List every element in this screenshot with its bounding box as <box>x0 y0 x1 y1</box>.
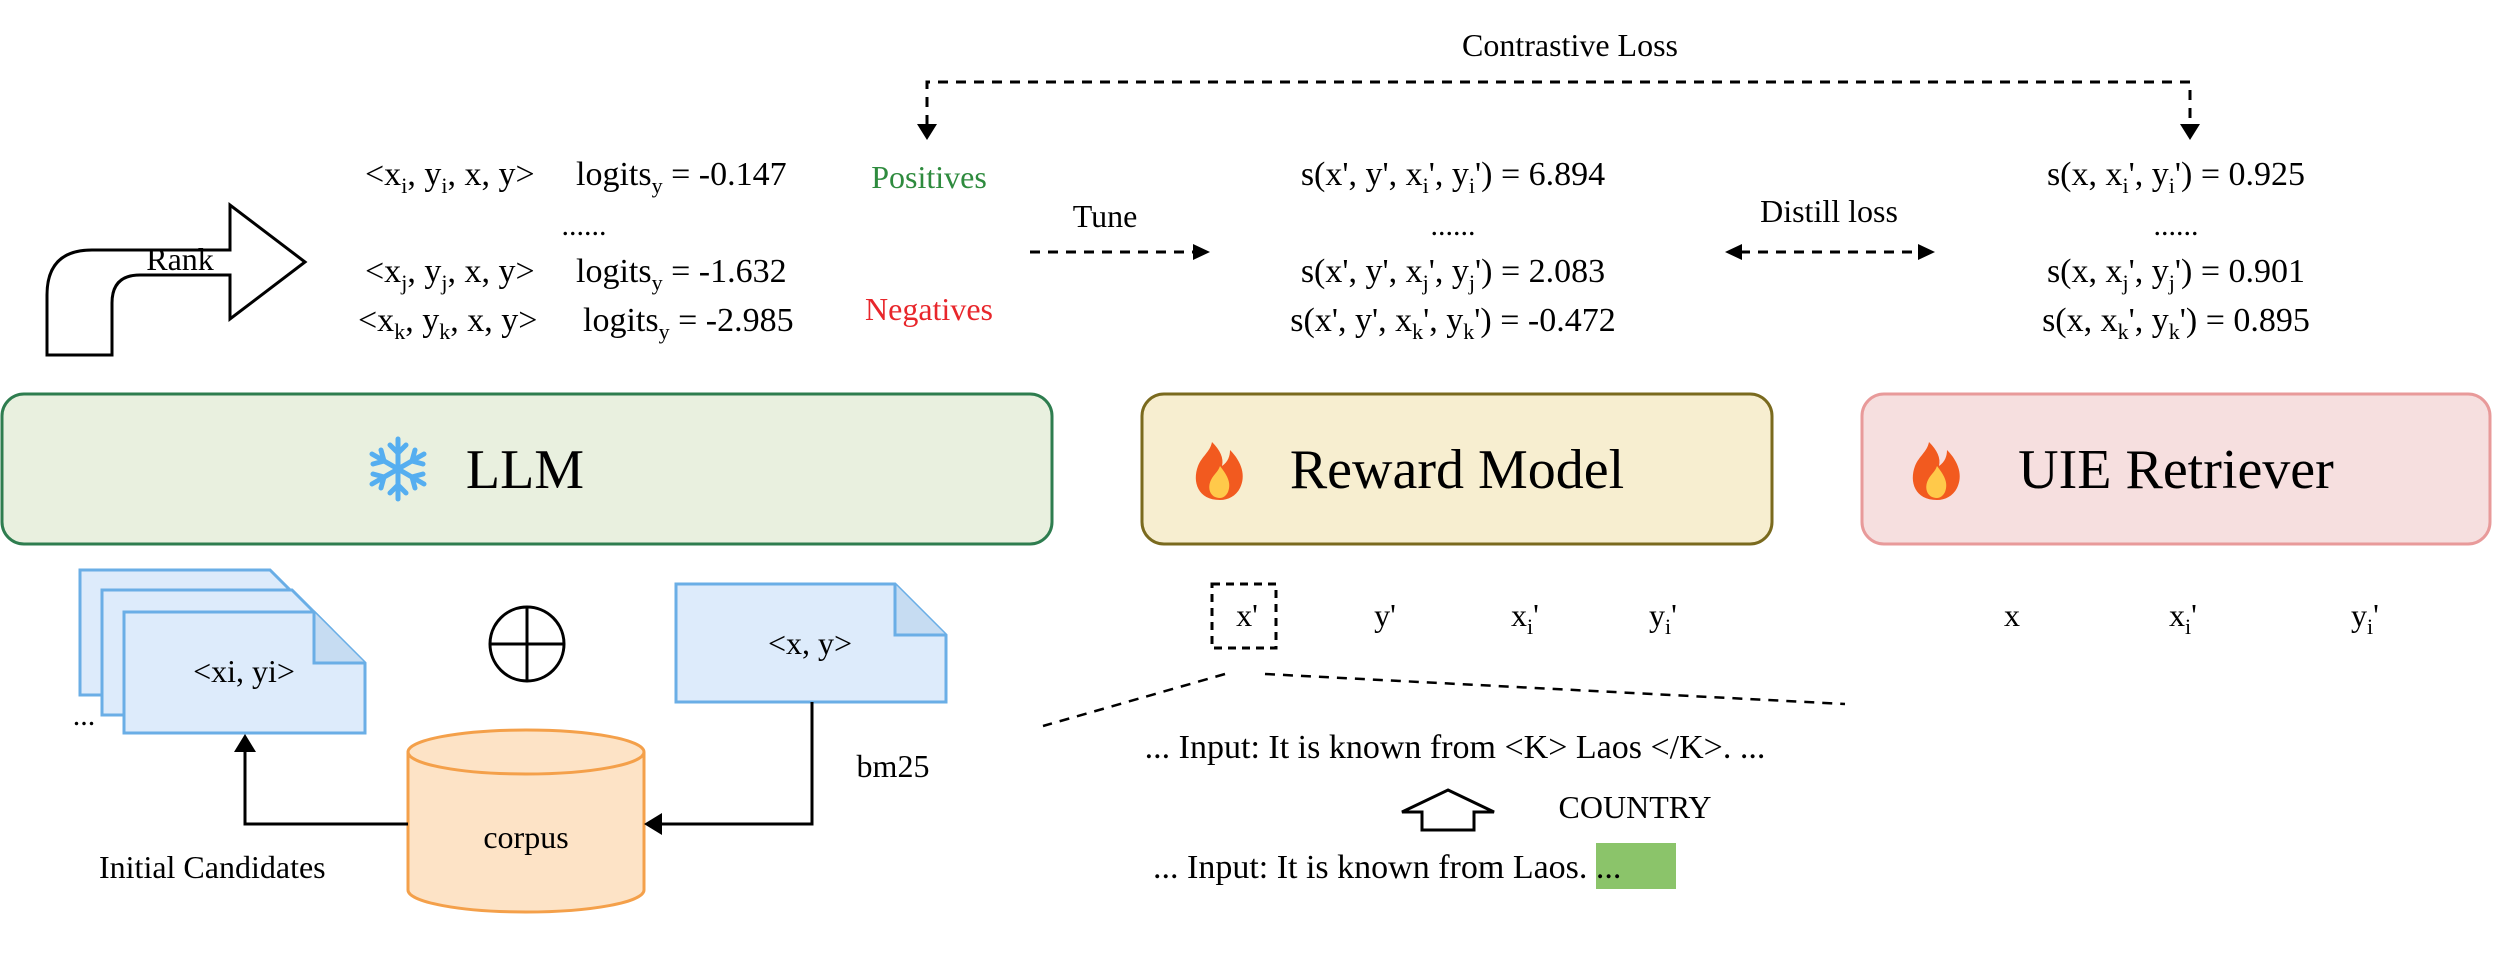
reward-score-row-3: s(x', y', xk', yk') = -0.472 <box>1290 302 1615 344</box>
upward-arrow-icon <box>1401 788 1495 832</box>
reward-input-row: x' y' xi' yi' <box>1210 582 1677 650</box>
candidate-doc-label: <xi, yi> <box>193 653 295 689</box>
fire-icon <box>1195 442 1243 500</box>
reward-score-ellipsis: ...... <box>1431 209 1476 242</box>
example-marked-input: ... Input: It is known from <K> Laos </K… <box>1145 729 1766 766</box>
retriever-input-yi: yi' <box>2351 597 2379 639</box>
selected-input-box <box>1210 582 1278 650</box>
zoom-lines <box>1042 672 1846 728</box>
rank-label: Rank <box>146 241 214 277</box>
fire-icon <box>1912 442 1960 500</box>
entity-type-label: COUNTRY <box>1559 789 1712 825</box>
query-doc-label: <x, y> <box>768 625 852 661</box>
reward-score-list: s(x', y', xi', yi') = 6.894 ...... s(x',… <box>1290 156 1615 344</box>
reward-input-yi: yi' <box>1649 597 1677 639</box>
reward-score-row-2: s(x', y', xj', yj') = 2.083 <box>1301 253 1605 295</box>
bm25-connector: bm25 <box>644 702 929 835</box>
retriever-score-row-3: s(x, xk', yk') = 0.895 <box>2042 302 2310 344</box>
positives-label: Positives <box>871 159 987 195</box>
initial-candidates-label: Initial Candidates <box>99 849 326 885</box>
rank-arrow: Rank <box>45 201 308 357</box>
entity-highlight <box>1596 843 1676 889</box>
uie-retriever-label: UIE Retriever <box>2018 439 2334 501</box>
stack-ellipsis: ... <box>73 699 96 732</box>
llm-label: LLM <box>466 439 584 501</box>
negatives-label: Negatives <box>865 291 993 327</box>
llm-module: LLM <box>0 392 1054 546</box>
snowflake-icon <box>369 436 427 502</box>
contrastive-loss-connector: Contrastive Loss <box>917 27 2200 140</box>
reward-score-row-1: s(x', y', xi', yi') = 6.894 <box>1301 156 1605 198</box>
reward-input-xi: xi' <box>1511 597 1539 639</box>
distill-loss-connector: Distill loss <box>1725 193 1935 260</box>
retriever-input-xi: xi' <box>2169 597 2197 639</box>
retriever-score-list: s(x, xi', yi') = 0.925 ...... s(x, xj', … <box>2042 156 2310 344</box>
retriever-score-row-1: s(x, xi', yi') = 0.925 <box>2047 156 2305 198</box>
tune-connector: Tune <box>1030 198 1210 260</box>
corpus-label: corpus <box>483 819 568 855</box>
reward-input-x: x' <box>1236 597 1258 633</box>
concat-operator-icon <box>488 605 566 683</box>
initial-candidates-connector: Initial Candidates <box>99 734 408 885</box>
query-document: <x, y> <box>674 582 948 704</box>
uie-retriever-module: UIE Retriever <box>1860 392 2492 546</box>
bm25-label: bm25 <box>857 748 930 784</box>
distill-loss-label: Distill loss <box>1760 193 1898 229</box>
tune-label: Tune <box>1073 198 1138 234</box>
retriever-input-row: x xi' yi' <box>2004 597 2379 639</box>
candidate-document-stack: <xi, yi> ... <box>73 568 367 735</box>
llm-score-row-2: <xj, yj, x, y> logitsy = -1.632 <box>365 253 787 295</box>
llm-score-row-3: <xk, yk, x, y> logitsy = -2.985 <box>358 302 794 344</box>
retriever-score-row-2: s(x, xj', yj') = 0.901 <box>2047 253 2305 295</box>
retriever-score-ellipsis: ...... <box>2154 209 2199 242</box>
llm-score-list: <xi, yi, x, y> logitsy = -0.147 ...... <… <box>358 156 794 344</box>
llm-score-ellipsis: ...... <box>562 209 607 242</box>
reward-model-label: Reward Model <box>1290 439 1624 501</box>
reward-model-module: Reward Model <box>1140 392 1774 546</box>
llm-score-row-1: <xi, yi, x, y> logitsy = -0.147 <box>365 156 787 198</box>
contrastive-loss-label: Contrastive Loss <box>1462 27 1678 63</box>
example-raw-input: ... Input: It is known from Laos. ... <box>1153 849 1621 886</box>
corpus-database: corpus <box>406 728 646 914</box>
retriever-input-x: x <box>2004 597 2020 633</box>
reward-input-y: y' <box>1374 597 1396 633</box>
